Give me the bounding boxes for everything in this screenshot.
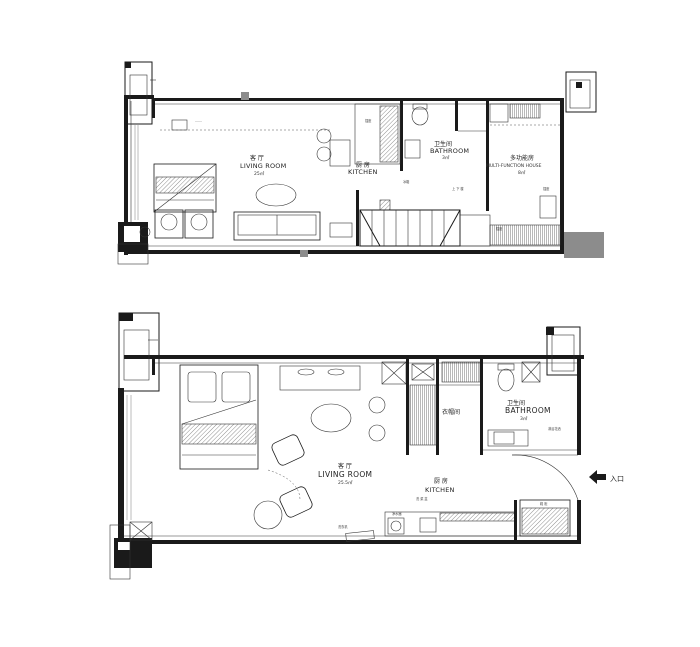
lower-kitchen-cn: 厨 房 xyxy=(434,477,448,485)
svg-text:插座: 插座 xyxy=(543,186,550,191)
lower-living-en: LIVING ROOM xyxy=(318,470,372,479)
lower-closet-cn: 衣帽间 xyxy=(442,408,460,416)
lower-bath-area: 3㎡ xyxy=(520,415,528,422)
upper-living-area: 25㎡ xyxy=(254,170,265,177)
svg-text:淋浴花洒: 淋浴花洒 xyxy=(548,426,562,431)
upper-kitchen-cn: 厨 房 xyxy=(356,161,370,169)
upper-living-cn: 客 厅 xyxy=(250,154,264,162)
svg-text:冰箱: 冰箱 xyxy=(403,179,410,184)
upper-multi-area: 8㎡ xyxy=(518,169,526,176)
svg-text:洗衣机: 洗衣机 xyxy=(338,524,348,529)
lower-floor-plan: 淋浴花洒 鞋 柜 洗衣机 净水器 洗 菜 盆 客 厅 xyxy=(109,312,624,580)
lower-living-cn: 客 厅 xyxy=(338,462,352,470)
svg-text:插座: 插座 xyxy=(496,226,503,231)
svg-text:·······: ······· xyxy=(195,120,202,124)
upper-bath-cn: 卫生间 xyxy=(434,140,452,148)
lower-living-area: 25.5㎡ xyxy=(338,479,353,486)
upper-floor-plan: ······· 插座 冰箱 上 下 楼 插座 插座 客 厅 LIVING ROO… xyxy=(117,61,604,265)
lower-bath-cn: 卫生间 xyxy=(507,399,525,407)
upper-kitchen-en: KITCHEN xyxy=(348,168,378,176)
svg-text:插座: 插座 xyxy=(365,118,372,123)
entrance-label: 入口 xyxy=(610,475,624,483)
arrow-left-icon xyxy=(589,470,606,484)
upper-living-en: LIVING ROOM xyxy=(240,162,286,170)
svg-text:鞋 柜: 鞋 柜 xyxy=(540,501,548,506)
svg-text:上 下 楼: 上 下 楼 xyxy=(452,186,464,191)
svg-text:洗 菜 盆: 洗 菜 盆 xyxy=(416,496,428,501)
lower-kitchen-en: KITCHEN xyxy=(425,486,455,494)
upper-bath-area: 3㎡ xyxy=(442,154,450,161)
svg-text:净水器: 净水器 xyxy=(392,511,402,516)
upper-multi-en: MULTI-FUNCTION HOUSE xyxy=(486,163,542,169)
lower-bath-en: BATHROOM xyxy=(505,406,551,415)
upper-bath-en: BATHROOM xyxy=(430,147,469,155)
upper-multi-cn: 多功能房 xyxy=(510,154,534,162)
